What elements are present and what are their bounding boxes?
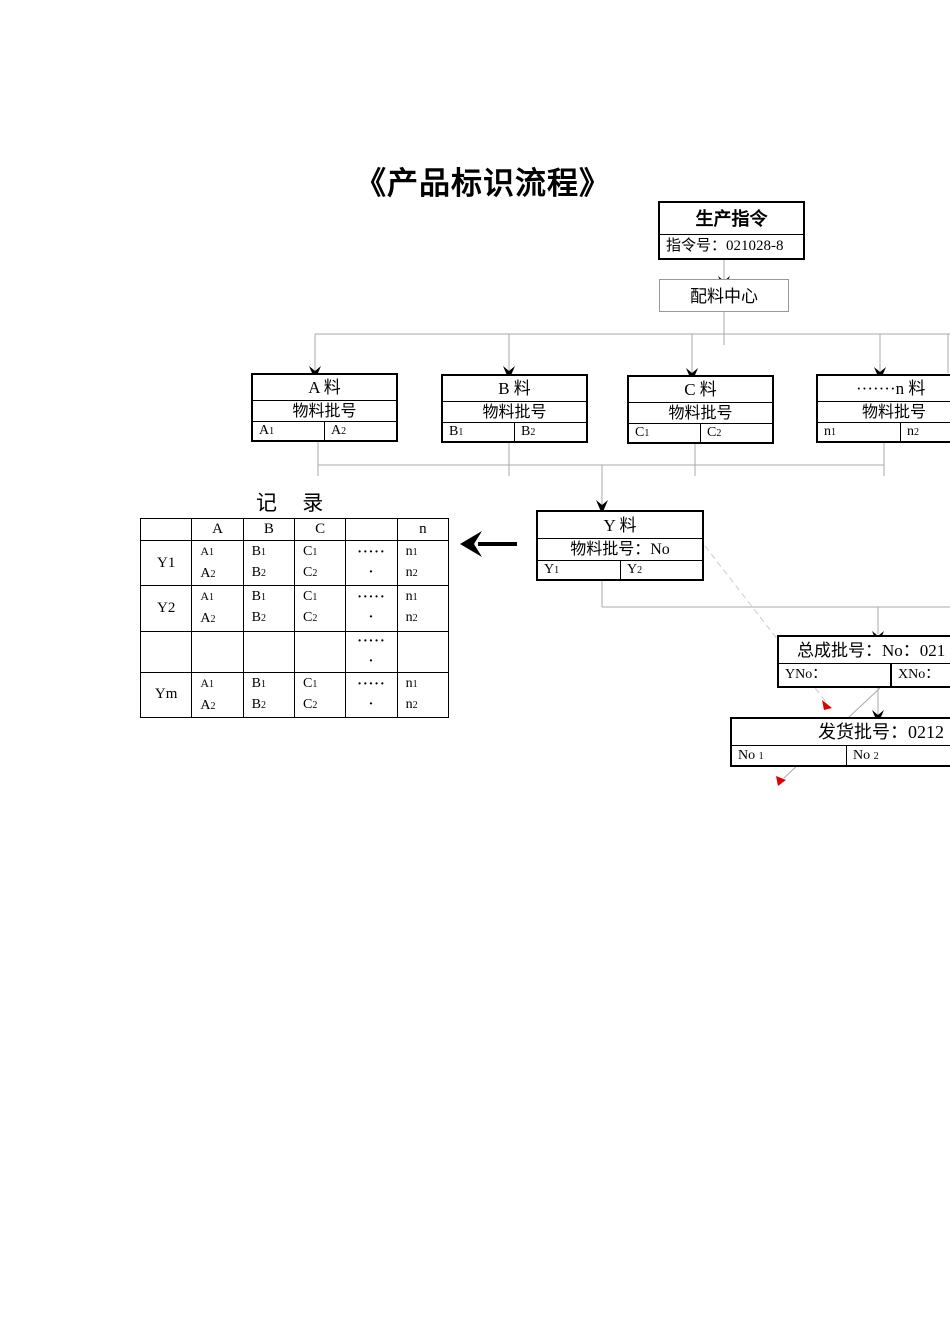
header-cell: n (396, 518, 450, 541)
y-material-name: Y 料 (538, 512, 702, 539)
batch-cell-2: n2 (900, 423, 950, 441)
assembly-cell-x: XNo： (890, 664, 950, 686)
ingredient-center-box: 配料中心 (659, 279, 789, 312)
material-batch-label: 物料批号 (818, 402, 950, 423)
cell-dots: ······ (345, 671, 398, 719)
header-cell: B (242, 518, 295, 541)
material-batch-cells: n1 n2 (818, 423, 950, 441)
material-batch-label: 物料批号 (253, 401, 396, 422)
batch-cell-1: C1 (635, 425, 650, 440)
batch-cell-1: B1 (449, 424, 464, 439)
material-batch-label: 物料批号 (629, 403, 772, 424)
row-label: Y1 (139, 539, 193, 587)
row-label: Y2 (139, 585, 193, 632)
material-batch-cells: A1 A2 (253, 422, 396, 440)
batch-cell-2: A2 (324, 422, 396, 440)
shipping-cells: No 1 No 2 (732, 746, 950, 765)
production-order-box: 生产指令 指令号：021028-8 (658, 201, 805, 260)
assembly-cells: YNo： XNo： (779, 664, 950, 686)
cell-empty (396, 630, 450, 673)
cell-dots: ······ (345, 630, 398, 673)
record-title: 记 录 (256, 491, 334, 515)
material-name: B 料 (443, 376, 586, 402)
shipping-batch-label: 发货批号：0212 (732, 719, 950, 746)
header-cell (345, 518, 398, 541)
material-box-b: B 料 物料批号 B1 B2 (441, 374, 588, 443)
material-box-a: A 料 物料批号 A1 A2 (251, 373, 398, 442)
cell-empty (293, 630, 347, 673)
batch-cell-1: n1 (824, 424, 836, 439)
header-cell (139, 518, 193, 541)
batch-cell-2: C2 (700, 424, 772, 442)
material-name: C 料 (629, 377, 772, 403)
assembly-batch-label: 总成批号：No：021 (779, 637, 950, 664)
y-material-cells: Y1 Y2 (538, 561, 702, 579)
material-batch-cells: C1 C2 (629, 424, 772, 442)
header-cell: A (191, 518, 244, 541)
y-material-box: Y 料 物料批号：No Y1 Y2 (536, 510, 704, 581)
cell-dots: ······ (345, 539, 398, 587)
table-row: ······ (139, 630, 450, 673)
assembly-batch-box: 总成批号：No：021 YNo： XNo： (777, 635, 950, 688)
shipping-batch-box: 发货批号：0212 No 1 No 2 (730, 717, 950, 767)
production-order-number: 指令号：021028-8 (666, 238, 784, 254)
batch-cell-2: B2 (514, 423, 586, 441)
material-name: ·······n 料 (818, 376, 950, 402)
cell-empty (191, 630, 244, 673)
y-cell-1: Y1 (544, 562, 560, 577)
y-material-batch: 物料批号：No (538, 539, 702, 561)
production-order-title: 生产指令 (660, 203, 803, 235)
record-header-row: A B C n (139, 518, 450, 541)
material-name: A 料 (253, 375, 396, 401)
row-label (139, 630, 193, 673)
y-cell-2: Y2 (620, 561, 702, 579)
row-label: Ym (139, 671, 193, 719)
material-box-c: C 料 物料批号 C1 C2 (627, 375, 774, 444)
page-title: 《产品标识流程》 (355, 166, 611, 201)
material-batch-label: 物料批号 (443, 402, 586, 423)
shipping-cell-1: No 1 (738, 748, 764, 763)
cell-empty (242, 630, 295, 673)
cell-dots: ······ (345, 585, 398, 632)
shipping-cell-2: No 2 (846, 746, 950, 765)
header-cell: C (293, 518, 347, 541)
assembly-cell-y: YNo： (785, 667, 827, 682)
batch-cell-1: A1 (259, 423, 275, 438)
material-box-n: ·······n 料 物料批号 n1 n2 (816, 374, 950, 443)
material-batch-cells: B1 B2 (443, 423, 586, 441)
